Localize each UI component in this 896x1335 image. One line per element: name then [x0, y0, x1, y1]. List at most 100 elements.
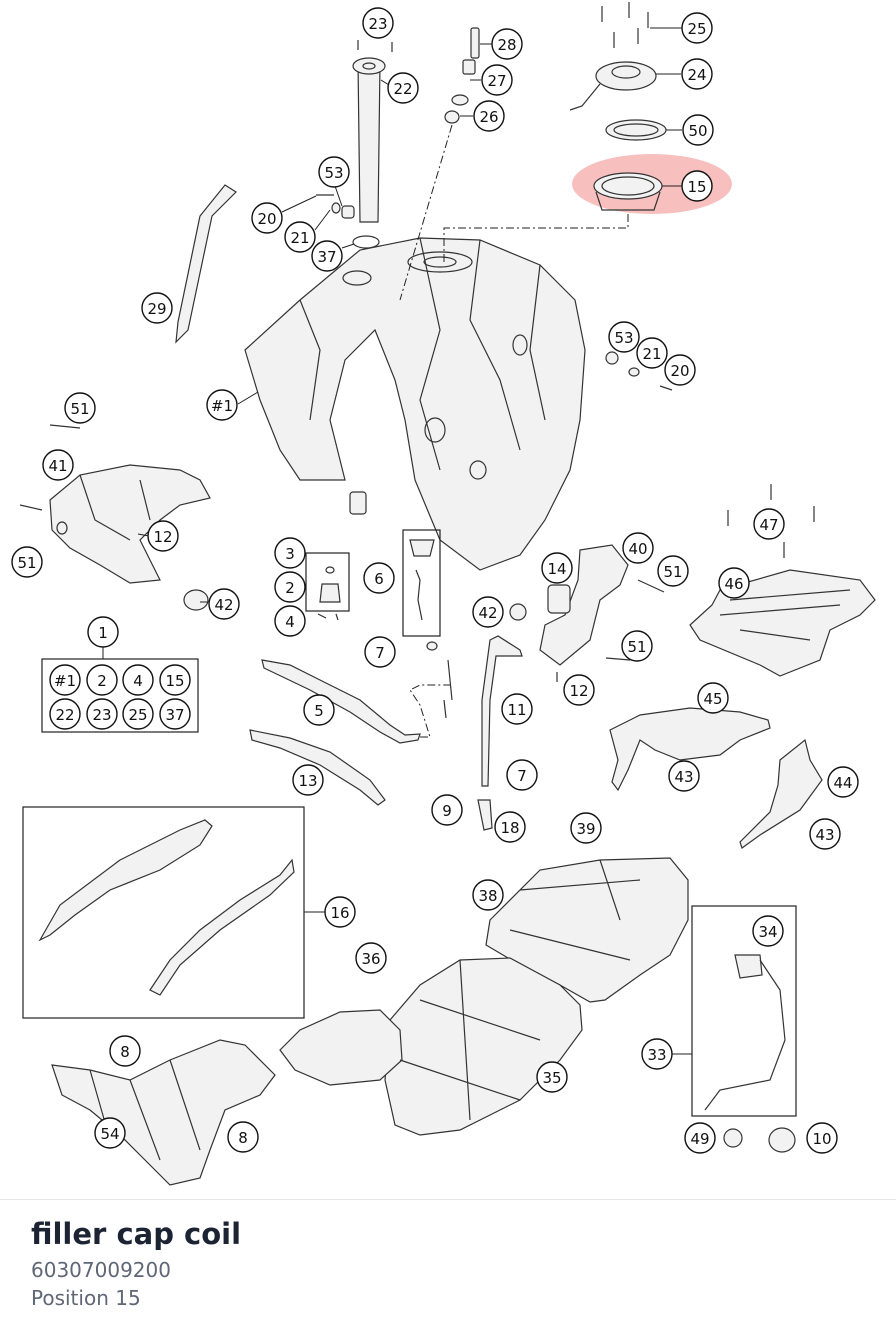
- callout-c33[interactable]: 33: [641, 1038, 673, 1070]
- callout-c53b[interactable]: 53: [608, 321, 640, 353]
- callout-c21a[interactable]: 21: [284, 221, 316, 253]
- callout-c41[interactable]: 41: [42, 449, 74, 481]
- callout-c39[interactable]: 39: [570, 812, 602, 844]
- callout-c42b[interactable]: 42: [472, 596, 504, 628]
- callout-c18[interactable]: 18: [494, 811, 526, 843]
- callout-c12a[interactable]: 12: [147, 520, 179, 552]
- callout-c26[interactable]: 26: [473, 100, 505, 132]
- callout-label: 21: [642, 345, 661, 363]
- callout-label: 18: [500, 819, 519, 837]
- callout-c27[interactable]: 27: [481, 64, 513, 96]
- callout-label: 44: [833, 774, 852, 792]
- kit-item[interactable]: 37: [159, 698, 191, 730]
- callout-c21b[interactable]: 21: [636, 337, 668, 369]
- callout-c44[interactable]: 44: [827, 766, 859, 798]
- kit-item[interactable]: 25: [122, 698, 154, 730]
- callout-c43a[interactable]: 43: [668, 760, 700, 792]
- callout-label: 43: [815, 826, 834, 844]
- callout-c20a[interactable]: 20: [251, 202, 283, 234]
- callout-c43b[interactable]: 43: [809, 818, 841, 850]
- callout-c9[interactable]: 9: [431, 794, 463, 826]
- callout-c54[interactable]: 54: [94, 1117, 126, 1149]
- callout-c36[interactable]: 36: [355, 942, 387, 974]
- callout-c50[interactable]: 50: [682, 114, 714, 146]
- callout-c7b[interactable]: 7: [506, 759, 538, 791]
- callout-c7a[interactable]: 7: [364, 636, 396, 668]
- callout-label: 13: [298, 772, 317, 790]
- callout-c8a[interactable]: 8: [109, 1035, 141, 1067]
- callout-c13[interactable]: 13: [292, 764, 324, 796]
- kit-item[interactable]: #1: [49, 664, 81, 696]
- kit-item-label: #1: [54, 672, 76, 690]
- callout-label: 51: [663, 563, 682, 581]
- callout-label: 25: [687, 20, 706, 38]
- callout-c11[interactable]: 11: [501, 693, 533, 725]
- kit-item[interactable]: 23: [86, 698, 118, 730]
- callout-c24[interactable]: 24: [681, 58, 713, 90]
- callout-c20b[interactable]: 20: [664, 354, 696, 386]
- callout-label: 51: [17, 554, 36, 572]
- callout-c29[interactable]: 29: [141, 292, 173, 324]
- callout-label: 34: [758, 923, 777, 941]
- callout-label: 1: [98, 624, 108, 642]
- kit-item[interactable]: 2: [86, 664, 118, 696]
- filler-tube-drawing: [352, 40, 393, 223]
- callout-c53a[interactable]: 53: [318, 156, 350, 188]
- callout-label: 47: [759, 516, 778, 534]
- callout-c46[interactable]: 46: [718, 567, 750, 599]
- callout-c5[interactable]: 5: [303, 694, 335, 726]
- callout-label: 51: [627, 638, 646, 656]
- callout-c49[interactable]: 49: [684, 1122, 716, 1154]
- kit-item[interactable]: 22: [49, 698, 81, 730]
- callout-c3[interactable]: 3: [274, 537, 306, 569]
- callout-c8b[interactable]: 8: [227, 1121, 259, 1153]
- callout-c51d[interactable]: 51: [621, 630, 653, 662]
- callout-c34[interactable]: 34: [752, 915, 784, 947]
- callout-label: #1: [211, 397, 233, 415]
- callout-c23[interactable]: 23: [362, 7, 394, 39]
- callout-c51c[interactable]: 51: [657, 555, 689, 587]
- kit-item-label: 23: [92, 706, 111, 724]
- callout-label: 53: [614, 329, 633, 347]
- callout-c6[interactable]: 6: [363, 562, 395, 594]
- callout-label: 45: [703, 690, 722, 708]
- callout-label: 35: [542, 1069, 561, 1087]
- callout-c4[interactable]: 4: [274, 605, 306, 637]
- callout-c45[interactable]: 45: [697, 682, 729, 714]
- callout-c40[interactable]: 40: [622, 532, 654, 564]
- kit-item[interactable]: 15: [159, 664, 191, 696]
- fuel-tank-drawing: [244, 237, 586, 571]
- callout-label: 8: [238, 1129, 248, 1147]
- callout-c35[interactable]: 35: [536, 1061, 568, 1093]
- part-info-panel: filler cap coil 60307009200 Position 15: [31, 1212, 241, 1312]
- kit-item[interactable]: 4: [122, 664, 154, 696]
- callout-c42a[interactable]: 42: [208, 588, 240, 620]
- callout-c14[interactable]: 14: [541, 552, 573, 584]
- callout-label: 54: [100, 1125, 119, 1143]
- cover-54-drawing: [51, 1039, 276, 1186]
- callout-c10[interactable]: 10: [806, 1122, 838, 1154]
- callout-label: 40: [628, 540, 647, 558]
- carrier-46-drawing: [689, 484, 876, 677]
- callout-label: 6: [374, 570, 384, 588]
- callout-c12b[interactable]: 12: [563, 674, 595, 706]
- part-position: Position 15: [31, 1286, 141, 1310]
- callout-c1[interactable]: 1: [87, 616, 119, 648]
- callout-label: 51: [70, 400, 89, 418]
- callout-c1tank[interactable]: #1: [206, 389, 238, 421]
- kit-item-label: 37: [165, 706, 184, 724]
- callout-c16[interactable]: 16: [324, 896, 356, 928]
- callout-label: 23: [368, 15, 387, 33]
- hoses-drawing: [249, 635, 523, 831]
- callout-c15[interactable]: 15: [681, 170, 713, 202]
- callout-c51b[interactable]: 51: [11, 546, 43, 578]
- callout-c37[interactable]: 37: [311, 240, 343, 272]
- callout-c25[interactable]: 25: [681, 12, 713, 44]
- kit-item-label: 2: [97, 672, 107, 690]
- callout-c47[interactable]: 47: [753, 508, 785, 540]
- callout-c28[interactable]: 28: [491, 28, 523, 60]
- callout-c22[interactable]: 22: [387, 72, 419, 104]
- callout-c2[interactable]: 2: [274, 571, 306, 603]
- callout-c38[interactable]: 38: [472, 879, 504, 911]
- callout-c51a[interactable]: 51: [64, 392, 96, 424]
